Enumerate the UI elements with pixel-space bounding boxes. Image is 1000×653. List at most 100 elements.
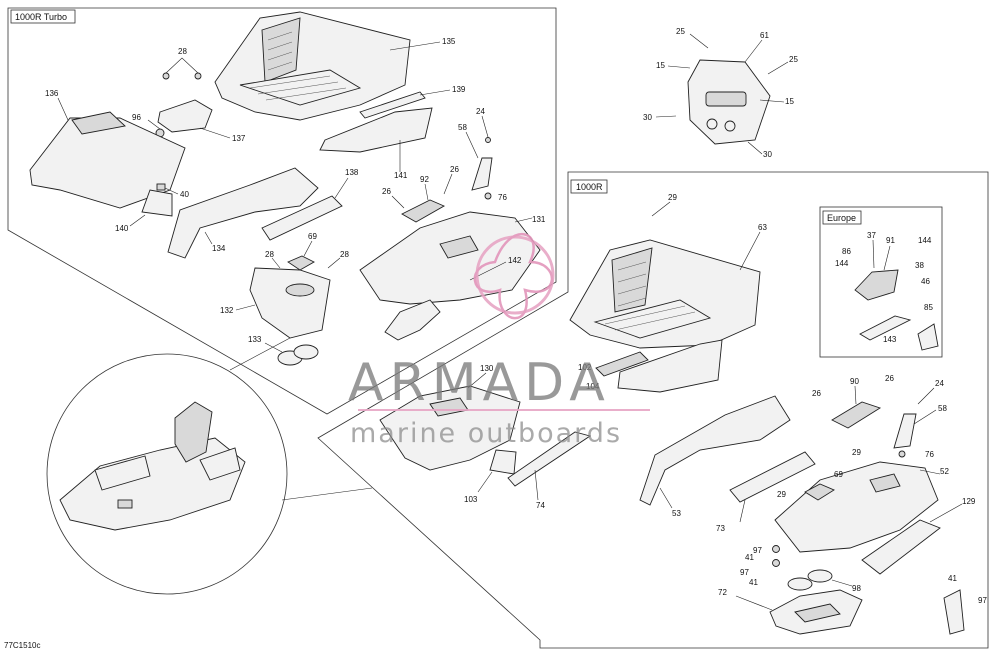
watermark-logo-icon [473, 232, 554, 320]
part-138-strip [261, 195, 343, 241]
leader-139 [419, 89, 451, 96]
callout-102: 102 [578, 363, 592, 372]
callout-24b: 24 [935, 379, 944, 388]
part-132-cup-holder [249, 267, 331, 339]
fastener-28-right [194, 72, 202, 80]
callout-38: 38 [915, 261, 924, 270]
fastener-24a [485, 137, 491, 143]
leader-96 [147, 119, 161, 130]
callout-136: 136 [45, 89, 59, 98]
part-142-front-piece [384, 299, 441, 341]
part-76-nut-b [898, 450, 906, 458]
callout-133: 133 [248, 335, 262, 344]
part-130-center-console [379, 385, 521, 471]
turbo-section-frame [7, 7, 557, 415]
part-98-mat-right [807, 569, 833, 583]
callout-30a: 30 [643, 113, 652, 122]
part-98-mat-left [787, 577, 813, 591]
leader-29a [651, 201, 671, 217]
callout-63: 63 [758, 223, 767, 232]
callout-30b: 30 [763, 150, 772, 159]
part-61-gauge-right [724, 120, 736, 132]
watermark-tagline: marine outboards [350, 418, 622, 449]
leader-135 [389, 41, 441, 51]
part-58-shift-boot-b [893, 413, 917, 449]
callout-72: 72 [718, 588, 727, 597]
part-143-switch [917, 323, 939, 351]
part-137-cover [157, 99, 213, 133]
part-97-grommet-a [772, 545, 780, 553]
callout-28a: 28 [178, 47, 187, 56]
callout-26a: 26 [450, 165, 459, 174]
leader-69a [303, 240, 313, 257]
leader-37 [872, 239, 875, 269]
part-135-floor-tub [214, 11, 411, 121]
part-63-floor-tub [569, 239, 761, 349]
leader-58a [465, 131, 479, 159]
callout-98: 98 [852, 584, 861, 593]
part-58-shift-boot [471, 157, 493, 191]
leader-53 [659, 487, 673, 509]
reference-code: 77C1510c [4, 641, 40, 650]
leader-92 [424, 183, 429, 201]
overview-pointer-upper [229, 337, 291, 371]
callout-138: 138 [345, 168, 359, 177]
callout-134: 134 [212, 244, 226, 253]
part-90-bezel [831, 401, 882, 429]
callout-29a: 29 [668, 193, 677, 202]
part-103-bracket [489, 449, 517, 475]
callout-97c: 97 [978, 596, 987, 605]
callout-76b: 76 [925, 450, 934, 459]
leader-30a [655, 115, 677, 118]
callout-92: 92 [420, 175, 429, 184]
callout-41a: 41 [745, 553, 754, 562]
callout-29c: 29 [777, 490, 786, 499]
callout-37: 37 [867, 231, 876, 240]
leader-137 [199, 127, 231, 139]
leader-58b [913, 409, 937, 425]
part-102-panel [617, 339, 723, 393]
callout-28c: 28 [340, 250, 349, 259]
part-53-side-trim [639, 395, 791, 506]
callout-40: 40 [180, 190, 189, 199]
leader-74 [534, 469, 539, 501]
callout-73: 73 [716, 524, 725, 533]
callout-46: 46 [921, 277, 930, 286]
part-69-mat-b [804, 483, 835, 501]
leader-133 [264, 342, 283, 353]
part-41-grommet-a [772, 559, 780, 567]
leader-28b [271, 257, 281, 269]
leader-28c [327, 257, 341, 269]
callout-53: 53 [672, 509, 681, 518]
overview-vehicle-illustration [59, 401, 246, 531]
part-141-panel [319, 107, 433, 153]
part-133-mat-right [293, 344, 319, 360]
leader-103 [477, 471, 493, 493]
overview-pointer-lower [281, 487, 373, 501]
leader-15a [667, 65, 691, 69]
callout-74: 74 [536, 501, 545, 510]
callout-15b: 15 [785, 97, 794, 106]
callout-141: 141 [394, 171, 408, 180]
callout-69b: 69 [834, 470, 843, 479]
leader-63 [739, 231, 761, 271]
part-76-nut-a [484, 192, 492, 200]
callout-90: 90 [850, 377, 859, 386]
watermark: ARMADA marine outboards [348, 232, 650, 449]
callout-26c: 26 [812, 389, 821, 398]
part-61-gauge-left [706, 118, 718, 130]
leader-73 [739, 499, 746, 523]
callout-86: 86 [842, 247, 851, 256]
part-131-center-console [359, 211, 541, 305]
leader-61 [744, 39, 763, 63]
callout-91: 91 [886, 236, 895, 245]
part-131-opening [439, 235, 479, 259]
part-69-mat [287, 255, 315, 271]
leader-130 [467, 372, 487, 389]
fastener-28-left [162, 72, 170, 80]
callout-129: 129 [962, 497, 976, 506]
callout-131: 131 [532, 215, 546, 224]
callout-132: 132 [220, 306, 234, 315]
leader-52 [919, 469, 941, 475]
